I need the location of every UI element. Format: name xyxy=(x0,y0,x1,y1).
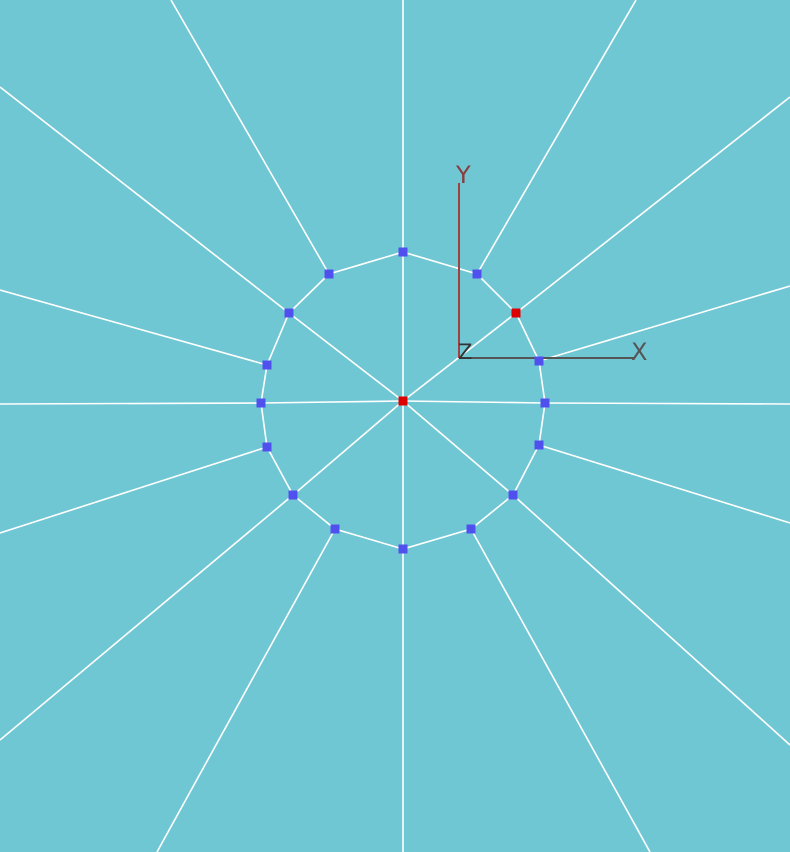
mesh-edge-spoke-14[interactable] xyxy=(288,312,404,402)
mesh-vertex[interactable] xyxy=(284,308,294,318)
mesh-edge-ray-14[interactable] xyxy=(0,86,290,314)
gizmo-y-label: Y xyxy=(456,161,471,189)
mesh-vertex[interactable] xyxy=(330,524,340,534)
mesh-edge-ray-6[interactable] xyxy=(512,494,790,746)
mesh-vertex[interactable] xyxy=(398,247,408,257)
mesh-edge-ray-4[interactable] xyxy=(544,402,790,405)
mesh-vertex[interactable] xyxy=(262,442,272,452)
mesh-vertex[interactable] xyxy=(534,356,544,366)
mesh-edge-ray-11[interactable] xyxy=(0,446,268,534)
mesh-vertex[interactable] xyxy=(324,269,334,279)
mesh-vertex[interactable] xyxy=(256,398,266,408)
mesh-vertex[interactable] xyxy=(472,269,482,279)
mesh-edge-ray-12[interactable] xyxy=(0,402,262,405)
mesh-edge-ray-15[interactable] xyxy=(170,0,330,275)
mesh-edge-spoke-12[interactable] xyxy=(260,400,404,404)
mesh-edge-spoke-6[interactable] xyxy=(402,400,514,496)
gizmo-z-label: Z xyxy=(458,340,473,364)
mesh-edge-spoke-10[interactable] xyxy=(292,400,404,496)
mesh-edge-ray-10[interactable] xyxy=(0,494,294,741)
mesh-vertex-selected[interactable] xyxy=(511,308,521,318)
mesh-edge-ray-7[interactable] xyxy=(470,528,651,852)
mesh-edge-ray-5[interactable] xyxy=(538,444,790,524)
mesh-edge-spoke-4[interactable] xyxy=(402,400,546,404)
mesh-center-vertex-selected[interactable] xyxy=(398,396,408,406)
mesh-vertex[interactable] xyxy=(534,440,544,450)
mesh-edge-ray-3[interactable] xyxy=(538,285,790,362)
mesh-vertex[interactable] xyxy=(540,398,550,408)
mesh-vertex[interactable] xyxy=(466,524,476,534)
mesh-vertex[interactable] xyxy=(262,360,272,370)
mesh-edge-ray-2[interactable] xyxy=(515,96,790,314)
gizmo-x-label: X xyxy=(631,338,648,366)
mesh-edge-ray-1[interactable] xyxy=(476,0,637,275)
mesh-edge-ray-9[interactable] xyxy=(156,528,336,852)
mesh-vertex[interactable] xyxy=(398,544,408,554)
mesh-vertex[interactable] xyxy=(508,490,518,500)
mesh-edge-ray-13[interactable] xyxy=(0,289,268,366)
mesh-vertex[interactable] xyxy=(288,490,298,500)
